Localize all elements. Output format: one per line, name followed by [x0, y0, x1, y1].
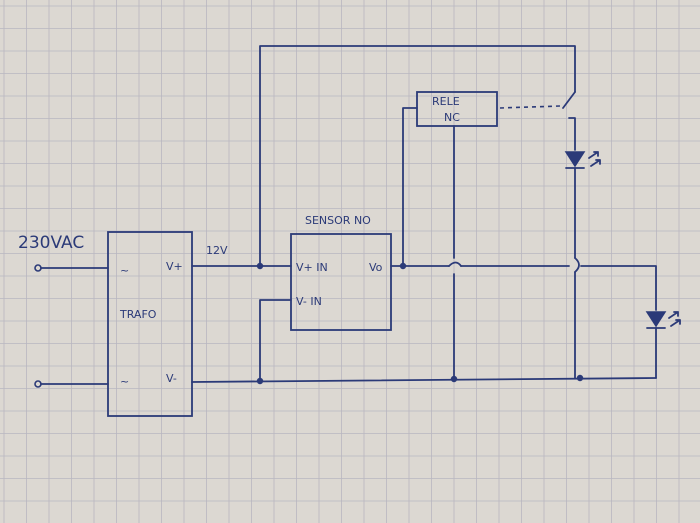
- trafo-vplus-label: V+: [166, 260, 183, 273]
- relay-contact-blade: [562, 91, 576, 109]
- led-lower-icon: [645, 311, 667, 328]
- vo-to-led-lower-wire: [580, 265, 657, 311]
- sensor-vplus-in-label: V+ IN: [296, 261, 328, 274]
- ground-to-sensor-vminus-wire: [259, 299, 292, 382]
- relay-label-line1: RELE: [432, 95, 460, 108]
- relay-contact-lower: [568, 117, 576, 151]
- ac-tilde-top: ~: [120, 264, 129, 277]
- junction-ground-led: [576, 374, 584, 382]
- led-upper-ray-1: [588, 151, 599, 159]
- vo-to-relay-wire: [402, 107, 418, 267]
- junction-ground-relay: [450, 375, 458, 383]
- led-upper-ray-2: [590, 159, 601, 167]
- relay-box: [416, 91, 498, 127]
- led-upper-icon: [564, 151, 586, 168]
- output-voltage-label: 12V: [206, 244, 228, 257]
- relay-mechanical-link: [499, 105, 561, 109]
- ac-tilde-bottom: ~: [120, 375, 129, 388]
- crossover-hop-led: [574, 257, 580, 273]
- trafo-label: TRAFO: [119, 308, 157, 321]
- sensor-vo-label: Vo: [369, 261, 383, 274]
- led-lower-ray-2: [670, 319, 681, 327]
- trafo-vminus-label: V-: [166, 372, 177, 385]
- crossover-hop-relay: [448, 261, 462, 267]
- input-voltage-label: 230VAC: [18, 233, 84, 253]
- transformer-box: [107, 231, 193, 417]
- relay-label-line2: NC: [444, 111, 460, 124]
- vplus-top-loop-wire: [259, 45, 576, 267]
- sensor-box: [290, 233, 392, 331]
- sensor-vminus-in-label: V- IN: [296, 295, 322, 308]
- led-lower-ray-1: [668, 311, 679, 319]
- sensor-title: SENSOR NO: [305, 214, 371, 227]
